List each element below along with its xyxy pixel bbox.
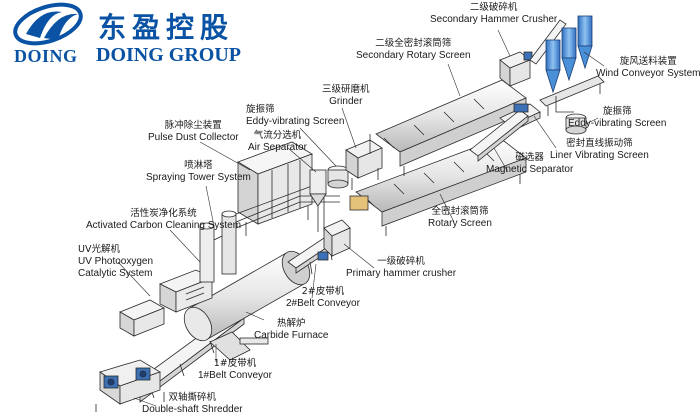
label-primary-hammer-crusher: 一级破碎机 Primary hammer crusher [346,256,457,279]
label-grinder: 三级研磨机 Grinder [322,84,370,107]
double-shaft-shredder [95,359,165,412]
activated-carbon-unit [159,269,213,313]
label-secondary-hammer-crusher: 二级破碎机 Secondary Hammer Crusher [430,2,558,25]
label-eddy-vibrating-screen-right: 旋振筛 Eddy-vibrating Screen [568,106,667,129]
uv-photooxygen-unit [119,299,165,337]
label-liner-vibrating-screen: 密封直线振动筛 Liner Vibrating Screen [550,138,649,161]
air-separator [309,169,327,207]
grinder [345,139,383,190]
eddy-vibrating-screen-right [565,113,587,135]
wind-conveyor-system [539,15,605,116]
label-air-separator: 气流分选机 Air Separator [248,130,307,153]
label-double-shaft-shredder: 双轴撕碎机 Double-shaft Shredder [142,392,243,415]
label-belt-conveyor-2: 2#皮带机 2#Belt Conveyor [286,286,360,309]
eddy-vibrating-screen-left [327,165,349,189]
label-carbide-furnace: 热解炉 Carbide Furnace [254,318,329,341]
company-name-cn: 东盈控股 [98,11,235,44]
secondary-rotary-screen [369,79,527,176]
primary-hammer-crusher [317,219,351,261]
label-magnetic-separator: 磁选器 Magnetic Separator [486,152,574,175]
label-pulse-dust-collector: 脉冲除尘装置 Pulse Dust Collector [148,120,239,143]
label-uv-photooxygen: UV光解机 UV Photooxygen Catalytic System [78,244,154,279]
magnetic-separator [469,103,529,162]
label-secondary-rotary-screen: 二级全密封滚筒筛 Secondary Rotary Screen [356,38,471,61]
label-wind-conveyor-system: 旋风送料装置 Wind Conveyor System [596,56,700,79]
logo-mark-icon [13,2,83,46]
label-belt-conveyor-1: 1#皮带机 1#Belt Conveyor [198,358,272,381]
label-activated-carbon-cleaning-system: 活性炭净化系统 Activated Carbon Cleaning System [86,208,242,231]
pulse-dust-collector [235,141,313,236]
company-logo: DOING 东盈控股 DOING GROUP [0,0,260,70]
label-spraying-tower-system: 喷淋塔 Spraying Tower System [146,160,251,183]
spraying-tower [199,210,237,283]
company-name-en: DOING GROUP [96,44,241,66]
label-eddy-vibrating-screen-left: 旋振筛 Eddy-vibrating Screen [246,104,345,127]
leader-lines [117,29,605,407]
label-rotary-screen: 全密封滚筒筛 Rotary Screen [428,206,492,229]
logo-mark-text: DOING [14,46,78,66]
